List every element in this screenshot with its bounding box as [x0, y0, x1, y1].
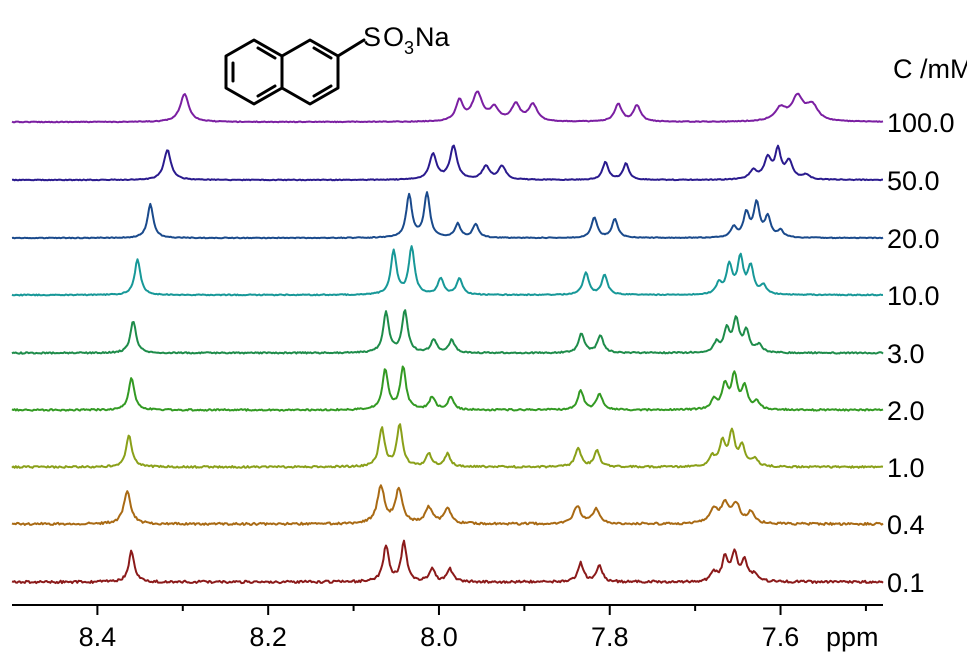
concentration-label-1.0: 1.0 — [887, 453, 925, 483]
molecule-subscript: 3 — [404, 38, 414, 58]
molecule-s-label: S — [363, 22, 381, 52]
molecule-structure: S O 3 Na — [224, 22, 450, 106]
spectrum-0.1 — [11, 539, 884, 585]
x-axis: 8.4 8.2 8.0 7.8 7.6 ppm — [12, 604, 883, 652]
spectrum-1.0 — [11, 423, 884, 469]
molecule-o-label: O — [383, 22, 404, 52]
naphthalene-ring-drawing — [224, 38, 366, 106]
concentration-label-3.0: 3.0 — [887, 339, 925, 369]
spectra-group — [11, 90, 884, 585]
concentration-label-0.4: 0.4 — [887, 510, 925, 540]
concentration-label-0.1: 0.1 — [887, 568, 925, 598]
concentration-labels: 100.0 50.0 20.0 10.0 3.0 2.0 1.0 0.4 0.1 — [887, 108, 955, 598]
concentration-legend-title: C /mM — [893, 54, 967, 84]
x-tick-label: 8.4 — [79, 622, 117, 652]
x-tick-label: 7.8 — [591, 622, 629, 652]
concentration-label-50.0: 50.0 — [887, 166, 940, 196]
concentration-label-10.0: 10.0 — [887, 281, 940, 311]
spectrum-2.0 — [11, 365, 884, 412]
x-axis-label: ppm — [826, 622, 879, 652]
molecule-na-label: Na — [415, 22, 450, 52]
concentration-label-2.0: 2.0 — [887, 396, 925, 426]
x-tick-label: 8.0 — [420, 622, 458, 652]
spectrum-10.0 — [11, 245, 884, 297]
x-tick-label: 7.6 — [762, 622, 800, 652]
spectrum-20.0 — [11, 191, 884, 240]
x-axis-ticks: 8.4 8.2 8.0 7.8 7.6 — [79, 605, 867, 652]
spectrum-3.0 — [11, 309, 884, 355]
x-tick-label: 8.2 — [249, 622, 287, 652]
spectrum-0.4 — [11, 484, 884, 526]
spectrum-50.0 — [11, 144, 883, 182]
concentration-label-100.0: 100.0 — [887, 108, 955, 138]
spectrum-100.0 — [11, 90, 884, 124]
concentration-label-20.0: 20.0 — [887, 224, 940, 254]
